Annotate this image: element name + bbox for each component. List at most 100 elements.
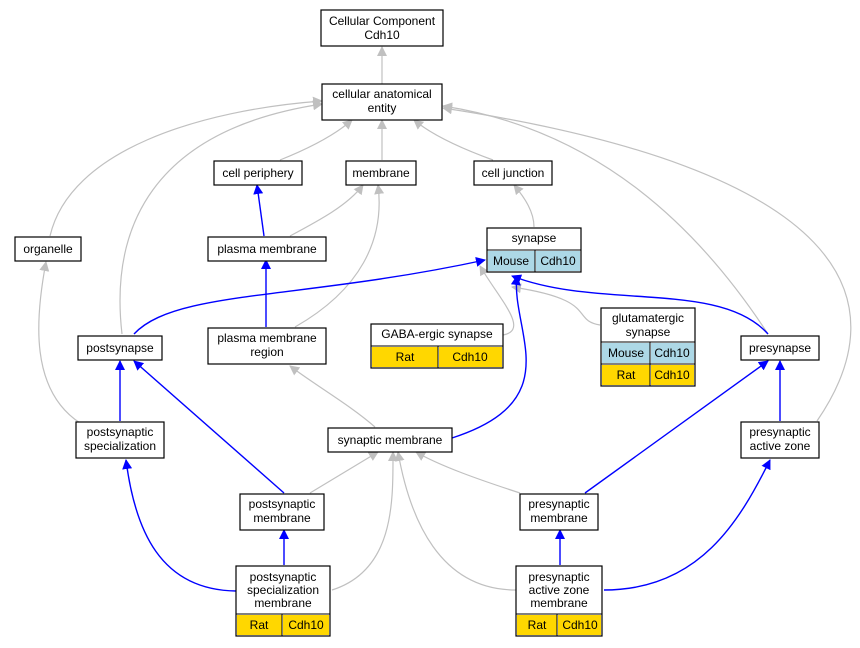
node-cell-periphery[interactable]: cell periphery — [213, 160, 303, 186]
node-label-line: membrane — [530, 511, 588, 525]
node-postsynaptic-specialization[interactable]: postsynaptic specialization — [75, 421, 165, 459]
node-label-line: postsynaptic — [250, 570, 317, 584]
edge-postsynapse-to-synapse — [133, 257, 486, 335]
edge-psm-to-synaptic-membrane — [331, 451, 399, 591]
node-label-line: presynapse — [749, 341, 811, 355]
node-label-line: glutamatergic — [612, 311, 684, 325]
edge-synapse-to-cell-junction — [513, 184, 535, 228]
node-label-line: entity — [368, 101, 397, 115]
node-organelle[interactable]: organelle — [14, 236, 82, 262]
edge-pazm-to-active-zone — [603, 459, 771, 591]
node-label-line: synapse — [626, 325, 671, 339]
node-label-line: organelle — [23, 242, 73, 256]
node-label-line: postsynaptic — [249, 497, 316, 511]
annotation-species-cell — [602, 343, 650, 363]
node-presynaptic-active-zone[interactable]: presynaptic active zone — [740, 421, 820, 459]
annotation-gene-label: Cdh10 — [654, 346, 690, 360]
edge-presynapse-to-synapse — [511, 274, 769, 335]
node-label-line: membrane — [352, 166, 410, 180]
node-label-line: cell junction — [482, 166, 545, 180]
annotation-species-label: Mouse — [608, 346, 644, 360]
node-plasma-membrane-region[interactable]: plasma membrane region — [207, 327, 327, 365]
node-label-line: plasma membrane — [217, 331, 317, 345]
annotation-species-label: Rat — [528, 618, 547, 632]
node-glutamatergic-synapse[interactable]: glutamatergic synapse Mouse Cdh10 Rat Cd… — [600, 307, 696, 387]
annotation-gene-label: Cdh10 — [562, 618, 598, 632]
edge-cell-junction-to-cae — [413, 119, 494, 161]
annotation-species-cell — [602, 365, 650, 385]
annotation-species-label: Rat — [617, 368, 636, 382]
node-postsynaptic-specialization-membrane[interactable]: postsynaptic specialization membrane Rat… — [235, 565, 331, 637]
edge-synaptic-membrane-to-synapse — [451, 275, 527, 439]
node-label-line: specialization — [84, 439, 156, 453]
annotation-species-label: Mouse — [493, 254, 529, 268]
node-cellular-anatomical-entity[interactable]: cellular anatomical entity — [321, 83, 443, 121]
edge-active-zone-to-cae — [442, 104, 852, 422]
annotation-species-cell — [488, 251, 535, 271]
annotation-gene-label: Cdh10 — [540, 254, 576, 268]
node-cell-junction[interactable]: cell junction — [473, 160, 553, 186]
node-label-line: specialization — [247, 583, 319, 597]
annotation-species-label: Rat — [250, 618, 269, 632]
annotation-gene-label: Cdh10 — [654, 368, 690, 382]
node-label-line: presynaptic — [528, 497, 589, 511]
annotation-species-cell — [517, 615, 557, 635]
node-label-line: cellular anatomical — [332, 87, 431, 101]
annotation-species-cell — [372, 347, 438, 367]
node-label-line: Cdh10 — [364, 28, 400, 42]
node-label-line: synaptic membrane — [338, 433, 443, 447]
annotation-gene-cell — [651, 365, 694, 385]
node-label-line: cell periphery — [222, 166, 293, 180]
node-postsynapse[interactable]: postsynapse — [77, 335, 163, 361]
annotation-gene-cell — [439, 347, 502, 367]
annotation-gene-cell — [558, 615, 601, 635]
edge-plasma-membrane-to-membrane — [289, 184, 364, 237]
node-membrane[interactable]: membrane — [345, 160, 417, 186]
edge-presynapse-to-cae — [442, 102, 769, 335]
node-label-line: synapse — [512, 231, 557, 245]
annotation-gene-cell — [651, 343, 694, 363]
node-label-line: postsynapse — [86, 341, 154, 355]
node-plasma-membrane[interactable]: plasma membrane — [207, 236, 327, 262]
annotation-gene-label: Cdh10 — [288, 618, 324, 632]
edge-glutamatergic-to-synapse — [511, 283, 601, 326]
edge-ps-spec-to-organelle — [38, 261, 81, 424]
edge-pre-membrane-to-synaptic-membrane — [415, 451, 521, 494]
annotation-gene-cell — [536, 251, 580, 271]
edge-organelle-to-cae — [49, 96, 323, 237]
node-cellular-component-root[interactable]: Cellular Component Cdh10 — [320, 9, 444, 47]
annotation-gene-cell — [283, 615, 329, 635]
node-label-line: Cellular Component — [329, 14, 436, 28]
edge-ps-membrane-to-postsynapse — [133, 360, 285, 494]
node-postsynaptic-membrane[interactable]: postsynaptic membrane — [239, 493, 325, 531]
node-label-line: active zone — [529, 583, 590, 597]
node-presynaptic-membrane[interactable]: presynaptic membrane — [519, 493, 599, 531]
node-label-line: membrane — [253, 511, 311, 525]
node-label-line: presynaptic — [749, 425, 810, 439]
edge-ps-membrane-to-synaptic-membrane — [309, 451, 379, 494]
node-label-line: plasma membrane — [217, 242, 317, 256]
node-presynaptic-active-zone-membrane[interactable]: presynaptic active zone membrane Rat Cdh… — [515, 565, 603, 637]
edge-pre-membrane-to-presynapse — [584, 360, 769, 494]
node-label-line: membrane — [254, 596, 312, 610]
node-synaptic-membrane[interactable]: synaptic membrane — [327, 427, 453, 453]
node-label-line: active zone — [750, 439, 811, 453]
node-gaba-ergic-synapse[interactable]: GABA-ergic synapse Rat Cdh10 — [370, 323, 504, 369]
node-label-line: membrane — [530, 596, 588, 610]
node-label-line: presynaptic — [528, 570, 589, 584]
edge-synaptic-membrane-to-pm-region — [289, 365, 376, 428]
annotation-gene-label: Cdh10 — [452, 350, 488, 364]
node-synapse[interactable]: synapse Mouse Cdh10 — [486, 227, 582, 273]
node-label-line: GABA-ergic synapse — [381, 327, 493, 341]
node-label-line: postsynaptic — [87, 425, 154, 439]
node-label-line: region — [250, 345, 283, 359]
node-presynapse[interactable]: presynapse — [740, 335, 820, 361]
edge-psm-to-ps-spec — [122, 459, 237, 592]
edge-cell-periphery-to-cae — [279, 119, 353, 161]
edge-pm-region-to-membrane — [294, 184, 385, 328]
edge-gaba-to-synapse — [479, 265, 515, 336]
annotation-species-label: Rat — [396, 350, 415, 364]
edge-postsynapse-to-cae — [119, 100, 323, 335]
edge-pazm-to-synaptic-membrane — [394, 451, 517, 591]
